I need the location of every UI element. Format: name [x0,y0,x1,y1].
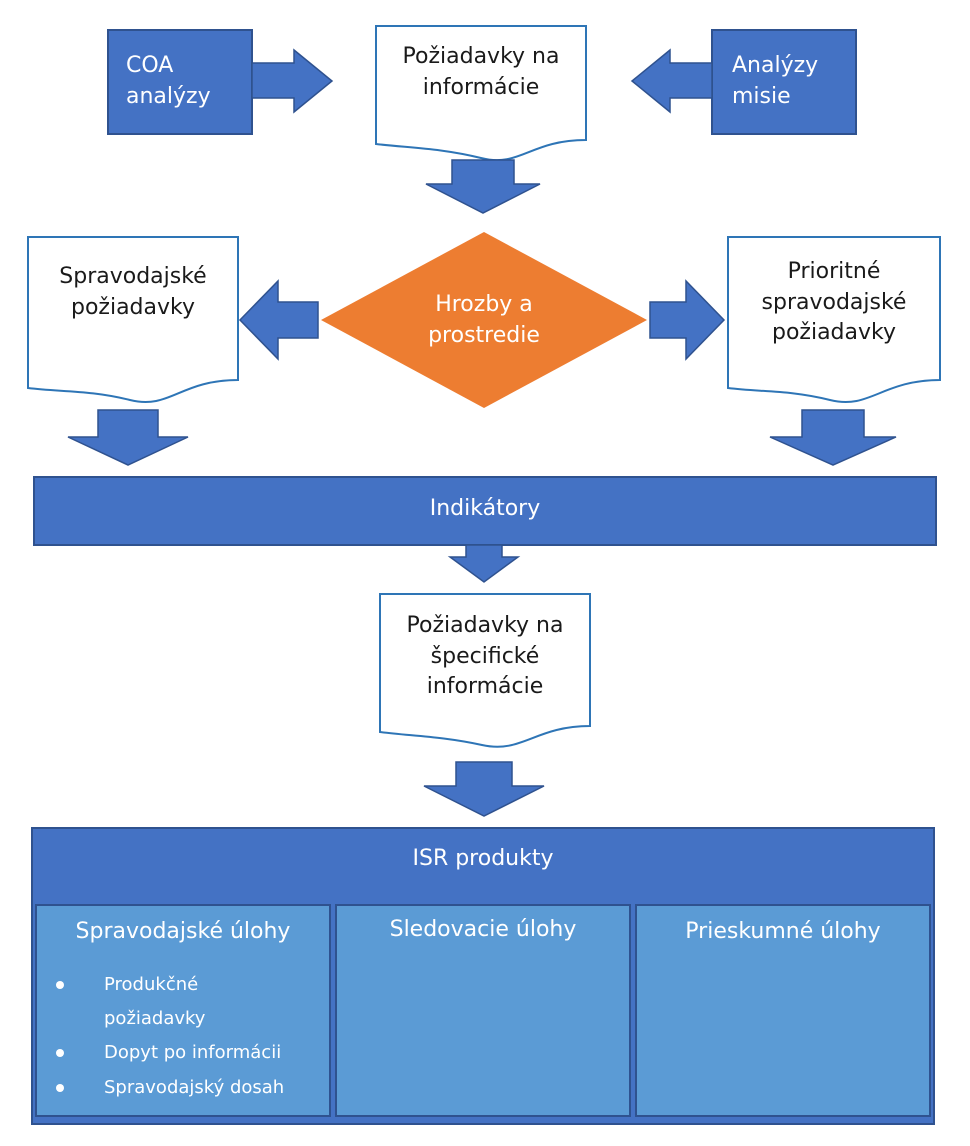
intel-tasks-title: Spravodajské úlohy [75,918,291,944]
specific-info-doc [379,593,591,748]
info-requirements-label: Požiadavky na informácie [402,44,560,100]
down-arrow-right [769,409,897,466]
mission-analysis-box [711,29,857,135]
down-arrow-3 [423,761,545,817]
intel-requirements-doc [27,236,239,403]
mission-arrow [630,48,713,114]
coa-label: COA analýzy [126,53,211,109]
threats-diamond [321,232,647,408]
intel-task-item: Dopyt po informácii [52,1036,322,1070]
intel-task-item: Produkčné požiadavky [52,968,322,1036]
info-requirements-doc [375,25,587,162]
recon-tasks-title: Prieskumné úlohy [685,918,881,944]
intel-requirements-label: Spravodajské požiadavky [59,264,207,320]
down-arrow-1 [425,159,541,214]
priority-requirements-doc [727,236,941,403]
threats-label: Hrozby a prostredie [428,292,540,348]
coa-box [107,29,253,135]
isr-products-label: ISR produkty [412,845,554,871]
down-arrow-2 [447,544,521,583]
mission-analysis-label: Analýzy misie [732,53,819,109]
specific-info-label: Požiadavky na špecifické informácie [406,612,564,700]
coa-arrow [251,48,334,114]
recon-tasks-panel [635,904,931,1117]
priority-requirements-label: Prioritné spravodajské požiadavky [761,258,907,346]
right-arrow-diamond [649,279,726,361]
surveillance-tasks-panel [335,904,631,1117]
indicators-label: Indikátory [429,495,541,521]
left-arrow-diamond [238,279,319,361]
intel-tasks-list: Produkčné požiadavky Dopyt po informácii… [52,968,322,1105]
intel-tasks-panel [35,904,331,1117]
surveillance-tasks-title: Sledovacie úlohy [389,916,577,942]
down-arrow-left [67,409,189,466]
intel-task-item: Spravodajský dosah [52,1071,322,1105]
